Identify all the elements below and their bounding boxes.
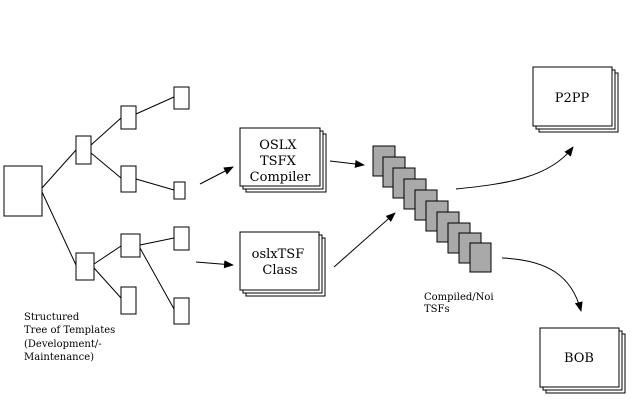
tree-edge bbox=[41, 191, 77, 266]
compiler-label: OSLX TSFX Compiler bbox=[250, 138, 311, 185]
tree-leaf-node bbox=[173, 181, 186, 200]
tree-edge bbox=[139, 247, 175, 310]
tree-edge bbox=[90, 117, 122, 146]
compiler-box: OSLX TSFX Compiler bbox=[239, 127, 327, 193]
class-label-line: Class bbox=[262, 263, 297, 278]
tree-edge bbox=[135, 178, 175, 191]
tree-root-node bbox=[3, 165, 43, 217]
compiled-label: Compiled/Noi TSFs bbox=[424, 292, 497, 315]
tree-label-line: (Development/- bbox=[24, 339, 102, 350]
tree-label-line: Structured bbox=[24, 312, 80, 323]
arrow-tree-to-class bbox=[195, 260, 234, 269]
compiler-label-line: TSFX bbox=[260, 154, 297, 169]
p2pp-box: P2PP bbox=[532, 66, 619, 133]
class-label-line: oslxTSF bbox=[252, 247, 305, 262]
tree-node bbox=[120, 286, 137, 315]
arrow-tree-to-compiler bbox=[199, 166, 234, 185]
arrow-tsfs-to-bob bbox=[501, 257, 583, 312]
tree-leaf-node bbox=[173, 86, 190, 110]
tree-label: Structured Tree of Templates (Developmen… bbox=[24, 312, 118, 363]
tree-node bbox=[120, 233, 141, 258]
compiler-label-line: Compiler bbox=[250, 170, 311, 185]
tree-edge bbox=[139, 237, 175, 246]
compiled-label-line: Compiled/Noi bbox=[424, 292, 494, 303]
bob-box: BOB bbox=[539, 327, 626, 394]
class-box: oslxTSF Class bbox=[239, 231, 326, 297]
arrow-compiler-to-tsfs bbox=[329, 159, 365, 168]
tree-edge bbox=[135, 96, 175, 115]
compiler-label-line: OSLX bbox=[259, 138, 297, 153]
bob-label: BOB bbox=[564, 351, 594, 366]
p2pp-label: P2PP bbox=[555, 91, 590, 106]
template-tree bbox=[3, 86, 190, 325]
tree-edge bbox=[90, 152, 122, 179]
class-label: oslxTSF Class bbox=[252, 247, 309, 278]
compiled-tsf-stack bbox=[372, 145, 492, 273]
tree-label-line: Maintenance) bbox=[24, 352, 94, 363]
tsf-sheet bbox=[469, 242, 492, 273]
tree-edge bbox=[41, 149, 77, 189]
tree-node bbox=[75, 135, 92, 165]
tree-leaf-node bbox=[173, 226, 190, 251]
compiled-label-line: TSFs bbox=[424, 304, 450, 315]
tree-node bbox=[120, 105, 137, 130]
tree-leaf-node bbox=[173, 297, 190, 325]
arrow-class-to-tsfs bbox=[333, 212, 396, 268]
arrow-tsfs-to-p2pp bbox=[455, 146, 574, 190]
tree-label-line: Tree of Templates bbox=[24, 325, 115, 336]
tree-node bbox=[75, 252, 95, 281]
tree-edge bbox=[93, 267, 122, 299]
tree-edge bbox=[93, 245, 122, 265]
tree-node bbox=[120, 165, 137, 193]
